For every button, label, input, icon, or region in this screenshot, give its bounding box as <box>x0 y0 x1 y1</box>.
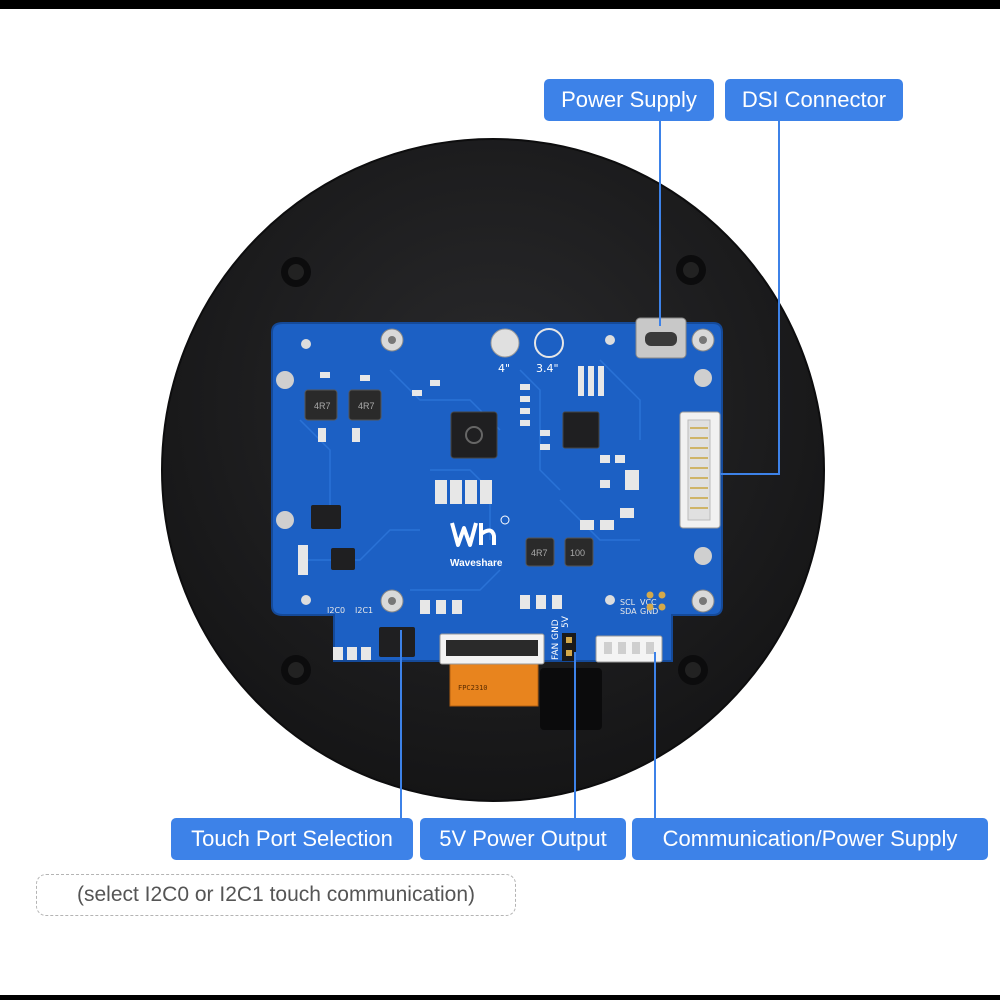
inductor-label-4: 100 <box>570 548 585 558</box>
size-label-4: 4" <box>498 362 510 375</box>
silk-scl: SCL <box>620 598 636 607</box>
housing-screw-holes <box>281 255 708 685</box>
pcb-board: 4" 3.4" 4R7 4R7 4R7 100 <box>271 317 723 665</box>
label-touch-port-selection: Touch Port Selection <box>171 818 413 860</box>
label-dsi-connector: DSI Connector <box>725 79 903 121</box>
fpc-text: FPC2310 <box>458 684 488 692</box>
touch-selection-note: (select I2C0 or I2C1 touch communication… <box>36 874 516 916</box>
dsi-connector <box>679 411 721 529</box>
passive-components <box>298 366 639 660</box>
silk-vcc: VCC <box>640 598 657 607</box>
waveshare-logo: Waveshare <box>450 515 510 569</box>
size-select-pads: 4" 3.4" <box>490 328 564 375</box>
label-5v-power-output: 5V Power Output <box>420 818 626 860</box>
silk-i2c1: I2C1 <box>355 606 373 615</box>
leader-lines <box>400 121 780 820</box>
usb-c-port <box>635 317 687 359</box>
ribbon-cable: FPC2310 <box>449 659 602 730</box>
comm-power-connector <box>595 635 663 663</box>
silk-i2c0: I2C0 <box>327 606 345 615</box>
inductor-label-1: 4R7 <box>314 401 331 411</box>
inductor-label-2: 4R7 <box>358 401 375 411</box>
inductor-label-3: 4R7 <box>531 548 548 558</box>
top-border <box>0 0 1000 9</box>
pcb-mounting-holes <box>276 328 715 613</box>
silk-gnd: GND <box>640 607 658 616</box>
silk-fan-5v: 5V <box>561 615 571 628</box>
inductors: 4R7 4R7 4R7 100 <box>304 389 594 567</box>
fan-header <box>562 633 576 661</box>
brand-text: Waveshare <box>450 558 503 569</box>
integrated-circuits <box>311 411 600 657</box>
gold-header <box>646 591 666 611</box>
size-label-3-4: 3.4" <box>536 362 559 375</box>
silk-fan-gnd: FAN GND <box>551 619 561 660</box>
bottom-border <box>0 995 1000 1000</box>
silk-sda: SDA <box>620 607 637 616</box>
label-power-supply: Power Supply <box>544 79 714 121</box>
fpc-connector <box>439 633 545 665</box>
label-communication-power-supply: Communication/Power Supply <box>632 818 988 860</box>
leader-dsi-connector <box>720 121 780 475</box>
